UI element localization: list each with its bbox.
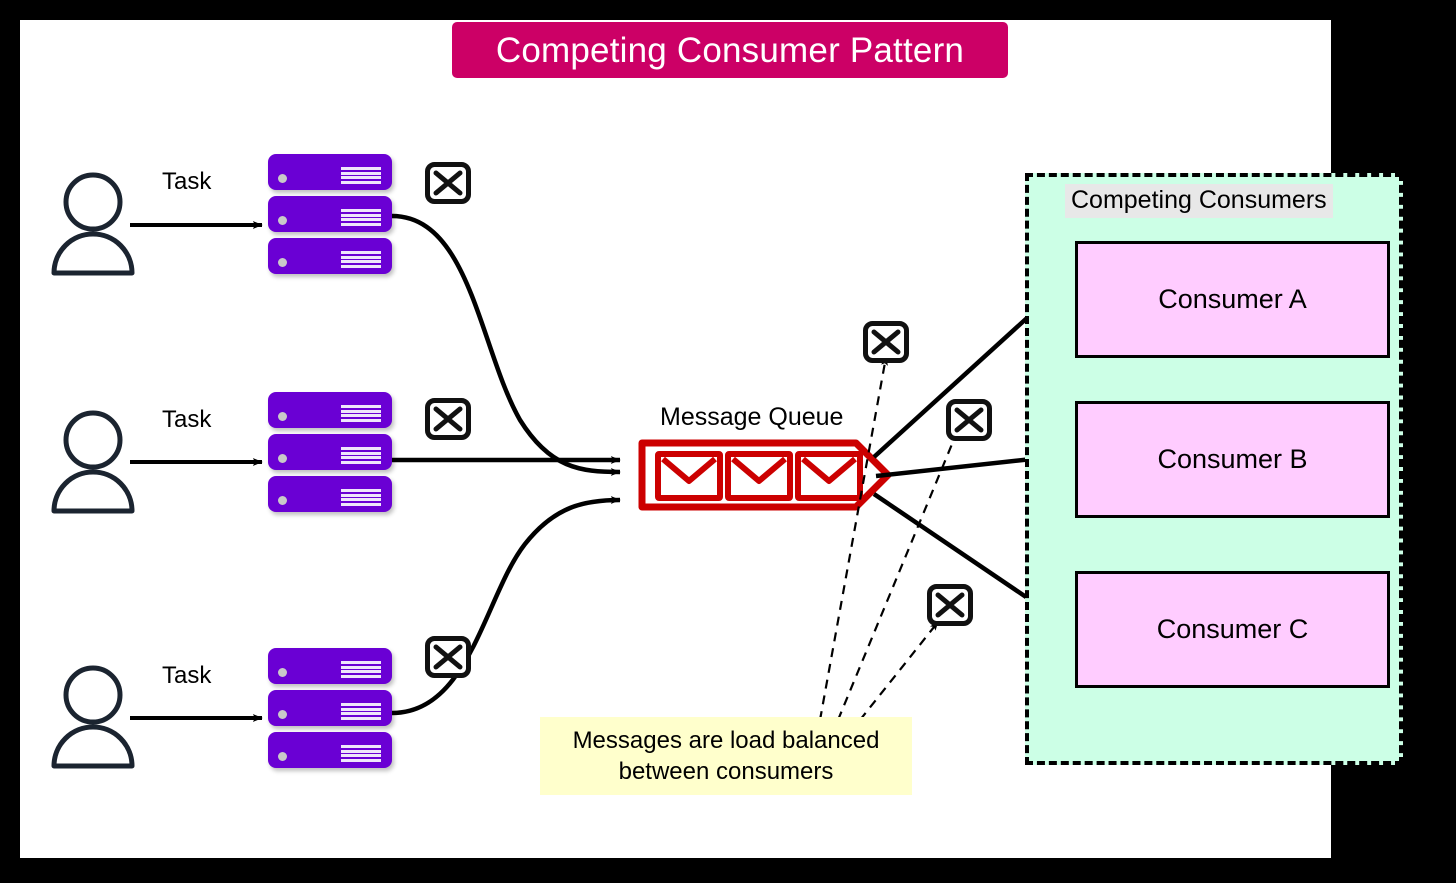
page-title-text: Competing Consumer Pattern [495,30,965,70]
task-label: Task [162,406,212,433]
envelope-icon [424,635,472,679]
message-queue-label: Message Queue [660,403,844,431]
user-icon [50,172,136,276]
consumer-label: Consumer B [1157,444,1308,474]
server-vents-icon [341,489,381,506]
task-arrows [130,221,263,722]
user-icon [50,665,136,769]
server-led-icon [278,454,287,463]
task-label: Task [162,168,212,195]
server-led-icon [278,258,287,267]
annotation-note: Messages are load balanced between consu… [540,717,912,795]
message-queue-shape [638,439,892,511]
producer-connector-3 [391,496,621,716]
competing-consumers-label: Competing Consumers [1065,184,1333,218]
server-unit [268,732,392,768]
note-arrow-2 [836,431,959,721]
envelope-icon [424,397,472,441]
server-led-icon [278,752,287,761]
server-led-icon [278,496,287,505]
server-stack-icon [268,648,392,768]
server-led-icon [278,216,287,225]
consumer-box-a[interactable]: Consumer A [1075,241,1390,358]
consumer-box-b[interactable]: Consumer B [1075,401,1390,518]
envelope-icon [862,320,910,364]
note-line-1: Messages are load balanced [572,727,880,755]
envelope-icon [945,398,993,442]
server-vents-icon [341,405,381,422]
server-vents-icon [341,209,381,226]
server-vents-icon [341,251,381,268]
envelope-icon [424,161,472,205]
server-vents-icon [341,661,381,678]
server-led-icon [278,174,287,183]
server-vents-icon [341,447,381,464]
server-unit [268,392,392,428]
server-unit [268,434,392,470]
page-title: Competing Consumer Pattern [452,22,1008,78]
server-led-icon [278,710,287,719]
server-stack-icon [268,154,392,274]
server-vents-icon [341,745,381,762]
server-vents-icon [341,167,381,184]
note-line-2: between consumers [618,758,834,785]
server-unit [268,154,392,190]
task-label: Task [162,662,212,689]
note-arrow-3 [859,621,939,721]
server-unit [268,476,392,512]
server-vents-icon [341,703,381,720]
user-icon [50,410,136,514]
server-unit [268,196,392,232]
envelope-icon [926,583,974,627]
server-unit [268,648,392,684]
server-stack-icon [268,392,392,512]
server-unit [268,238,392,274]
consumer-label: Consumer A [1158,284,1307,314]
diagram-canvas: Competing Consumer Pattern [20,20,1403,858]
consumer-label: Consumer C [1156,614,1309,644]
server-unit [268,690,392,726]
consumer-box-c[interactable]: Consumer C [1075,571,1390,688]
server-led-icon [278,668,287,677]
server-led-icon [278,412,287,421]
